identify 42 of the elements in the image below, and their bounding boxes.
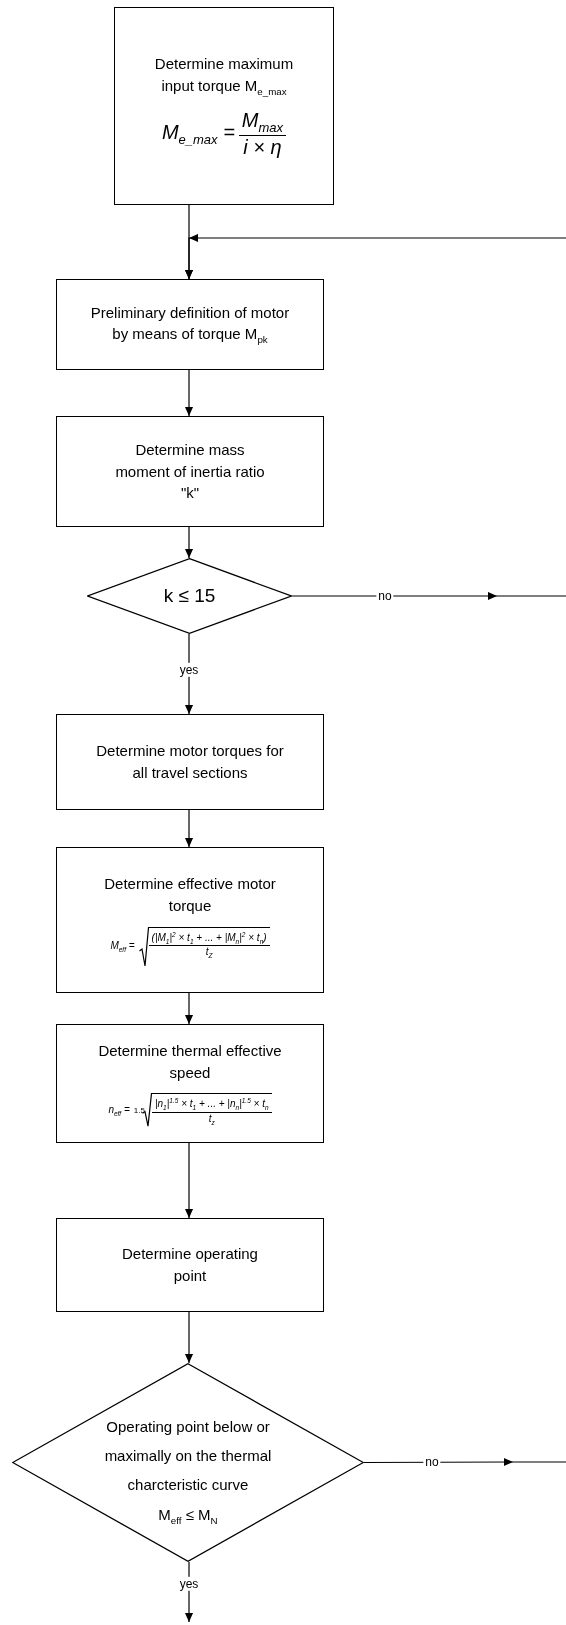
node-text: Determine operating point bbox=[121, 1244, 259, 1286]
process-box bbox=[56, 279, 324, 370]
arrow bbox=[184, 369, 194, 417]
node-text: Determine mass moment of inertia ratio "k" bbox=[115, 439, 265, 504]
root-index: 1.5 bbox=[133, 1105, 145, 1115]
formula-numerator: M$_{max}$ bbox=[238, 108, 287, 136]
arrow bbox=[184, 992, 194, 1025]
arrow bbox=[184, 633, 194, 715]
decision-diamond bbox=[12, 1363, 364, 1562]
decision-diamond bbox=[87, 558, 292, 634]
node-text: Determine thermal effective speed bbox=[97, 1040, 283, 1083]
formula-text: n$_{eff}$ = bbox=[108, 1103, 130, 1117]
formula-numerator: |n$_{1}$|$^{1.5}$ × t$_{1}$ + ... + |n$_{n}$|$^{1.5}$ × t$_{n}$ bbox=[151, 1097, 272, 1113]
formula-denominator: i × η bbox=[243, 135, 282, 159]
formula-numerator: (|M$_{1}$|$^{2}$ × t$_{1}$ + ... + |M$_{n}$|$^{2}$ × t$_{n}$) bbox=[148, 930, 270, 947]
arrow bbox=[184, 526, 194, 559]
node-text: Determine motor torques for all travel sections bbox=[95, 741, 285, 783]
arrow bbox=[184, 1311, 194, 1364]
arrow bbox=[363, 1458, 514, 1467]
arrow bbox=[291, 591, 498, 601]
formula-text: M$_{eff}$ = bbox=[110, 940, 135, 954]
arrow bbox=[184, 1561, 194, 1623]
node-text: Operating point below or maximally on the thermal charcteristic curve bbox=[103, 1416, 273, 1495]
node-text: Preliminary definition of motor by means of torque M$_{pk}$ bbox=[90, 302, 290, 348]
node-text: Determine maximum input torque M$_{e_max}$ bbox=[153, 54, 295, 99]
edge-label: yes bbox=[177, 662, 201, 678]
process-box bbox=[56, 1024, 324, 1143]
process-box bbox=[56, 1218, 324, 1312]
formula-denominator: t$_{z}$ bbox=[208, 1112, 215, 1126]
node-text: k ≤ 15 bbox=[163, 584, 216, 609]
edge-label: yes bbox=[177, 1576, 201, 1592]
arrow bbox=[184, 809, 194, 848]
arrow bbox=[185, 234, 566, 280]
arrow bbox=[184, 1142, 194, 1219]
process-box bbox=[56, 416, 324, 527]
formula-text: M$_{eff}$ ≤ M$_{N}$ bbox=[158, 1504, 218, 1528]
formula-text: M$_{e_max}$ = bbox=[161, 120, 235, 147]
formula-denominator: t$_{Z}$ bbox=[205, 946, 213, 960]
process-box bbox=[56, 847, 324, 993]
node-text: Determine effective motor torque bbox=[103, 874, 277, 916]
process-box bbox=[56, 714, 324, 810]
process-box bbox=[114, 7, 334, 205]
